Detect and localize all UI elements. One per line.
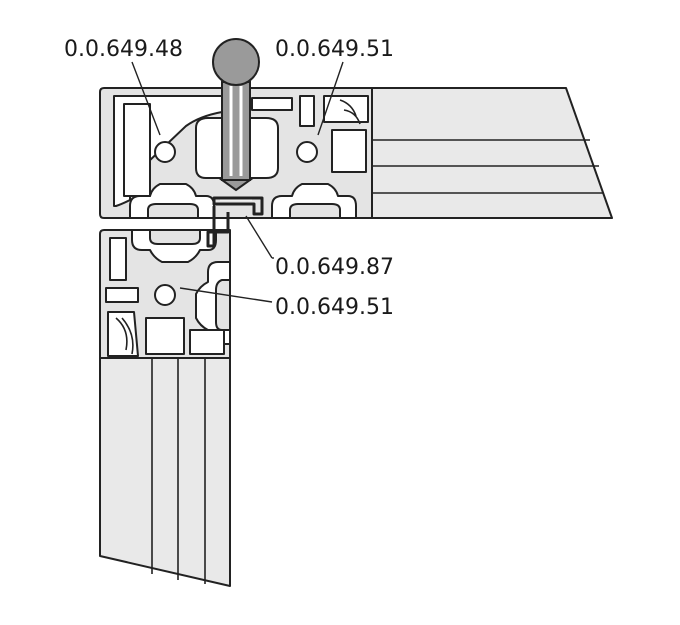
label-clip: 0.0.649.87 — [275, 255, 394, 280]
leader-lines — [131, 61, 344, 303]
vertical-profile — [99, 229, 231, 359]
corner-clip — [206, 196, 264, 248]
connecting-pin — [212, 38, 260, 192]
label-top-right: 0.0.649.51 — [275, 37, 394, 62]
vertical-panel — [99, 357, 231, 587]
label-vertical-profile: 0.0.649.51 — [275, 295, 394, 320]
horizontal-panel — [371, 87, 613, 219]
label-top-left: 0.0.649.48 — [64, 37, 183, 62]
